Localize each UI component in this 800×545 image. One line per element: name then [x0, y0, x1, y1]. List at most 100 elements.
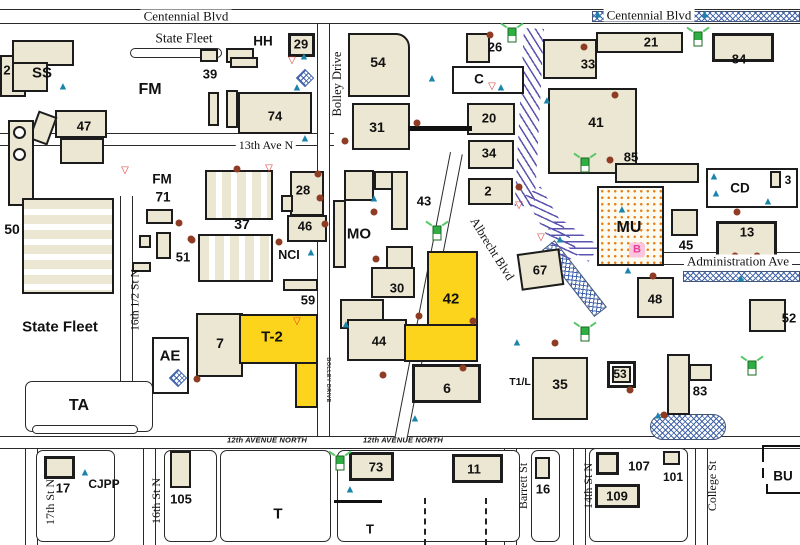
blue-triangle-icon: ▲ [79, 466, 91, 479]
building [170, 451, 191, 488]
label-28: 28 [295, 182, 311, 198]
brown-dot-icon [314, 170, 322, 178]
label-13: 13 [739, 224, 755, 240]
label-34: 34 [481, 145, 497, 161]
blue-triangle-icon: ▲ [592, 8, 604, 21]
label-26: 26 [487, 39, 503, 55]
building [706, 168, 798, 208]
label-2: 2 [484, 183, 492, 199]
label-37: 37 [234, 216, 250, 232]
blue-triangle-icon: ▲ [708, 170, 720, 183]
brown-dot-icon [606, 156, 614, 164]
blue-triangle-icon: ▲ [299, 132, 311, 145]
building [230, 57, 258, 68]
blue-triangle-icon: ▲ [699, 8, 711, 21]
blue-triangle-icon: ▲ [511, 336, 523, 349]
building [716, 221, 777, 259]
emergency-phone-icon [580, 326, 590, 342]
label-73: 73 [368, 459, 384, 475]
brown-dot-icon [660, 411, 668, 419]
map-line [766, 484, 768, 494]
emergency-phone-icon [335, 455, 345, 471]
blue-triangle-icon: ▲ [495, 81, 507, 94]
brown-dot-icon [275, 238, 283, 246]
building [226, 90, 238, 128]
building [712, 33, 774, 62]
red-triangle-icon: ▽ [288, 55, 296, 66]
building [281, 195, 293, 212]
building [535, 457, 550, 479]
label-t: T [366, 521, 374, 537]
brown-dot-icon [413, 119, 421, 127]
building [615, 163, 699, 183]
blue-triangle-icon: ▲ [368, 192, 380, 205]
brown-dot-icon [459, 364, 467, 372]
label-33: 33 [580, 56, 596, 72]
lot-outline [220, 450, 331, 542]
map-line [762, 445, 800, 447]
blue-triangle-icon: ▲ [298, 50, 310, 63]
label-state-fleet: State Fleet [155, 30, 213, 46]
brown-dot-icon [626, 386, 634, 394]
label-14th-st-n: 14th St N [581, 462, 595, 510]
building [347, 319, 407, 361]
blue-triangle-icon: ▲ [710, 187, 722, 200]
label-30: 30 [389, 280, 405, 296]
brown-dot-icon [379, 371, 387, 379]
label-45: 45 [678, 237, 694, 253]
building [543, 39, 597, 79]
building [468, 140, 514, 169]
building [667, 354, 690, 415]
building [22, 198, 114, 294]
label-101: 101 [662, 470, 684, 484]
building [200, 49, 218, 62]
building [13, 126, 26, 139]
building [156, 232, 171, 259]
building [198, 234, 273, 282]
label-mo: MO [346, 225, 372, 243]
dashed-path-line [424, 498, 426, 545]
building [468, 178, 513, 205]
lot-outline [32, 425, 138, 434]
brown-dot-icon [611, 91, 619, 99]
blue-triangle-icon: ▲ [344, 483, 356, 496]
building [13, 148, 26, 161]
blue-triangle-icon: ▲ [762, 195, 774, 208]
blue-triangle-icon: ▲ [426, 72, 438, 85]
building [12, 62, 48, 92]
blue-triangle-icon: ▲ [57, 80, 69, 93]
label-53: 53 [613, 367, 627, 381]
building [749, 299, 786, 332]
red-triangle-icon: ▽ [121, 165, 129, 176]
label-12th-avenue-north: 12th AVENUE NORTH [227, 435, 307, 445]
label-11: 11 [467, 461, 481, 477]
label-85: 85 [623, 149, 639, 165]
building [596, 32, 683, 53]
red-triangle-icon: ▽ [515, 200, 523, 211]
map-line [334, 500, 382, 503]
label-bu: BU [773, 468, 793, 484]
blue-triangle-icon: ▲ [305, 246, 317, 259]
red-triangle-icon: ▽ [537, 232, 545, 243]
building [371, 267, 415, 298]
building [595, 484, 640, 508]
building [287, 215, 327, 242]
blue-triangle-icon: ▲ [541, 94, 553, 107]
label-6: 6 [443, 380, 451, 396]
building [44, 456, 75, 479]
parking-crosshatch-band [650, 414, 726, 440]
label-cd: CD [730, 180, 750, 196]
label-administration-ave: Administration Ave [684, 254, 792, 268]
label-cjpp: CJPP [88, 477, 120, 491]
building [55, 110, 107, 138]
label-31: 31 [369, 119, 385, 135]
label-16th-1-2-st-n: 16th 1/2 St N [129, 269, 142, 331]
blue-triangle-icon: ▲ [735, 272, 747, 285]
label-84: 84 [731, 51, 747, 67]
brown-dot-icon [321, 220, 329, 228]
label-29: 29 [293, 36, 309, 52]
label-centennial-blvd: Centennial Blvd [140, 9, 232, 23]
label-54: 54 [370, 54, 386, 70]
blue-triangle-icon: ▲ [291, 81, 303, 94]
